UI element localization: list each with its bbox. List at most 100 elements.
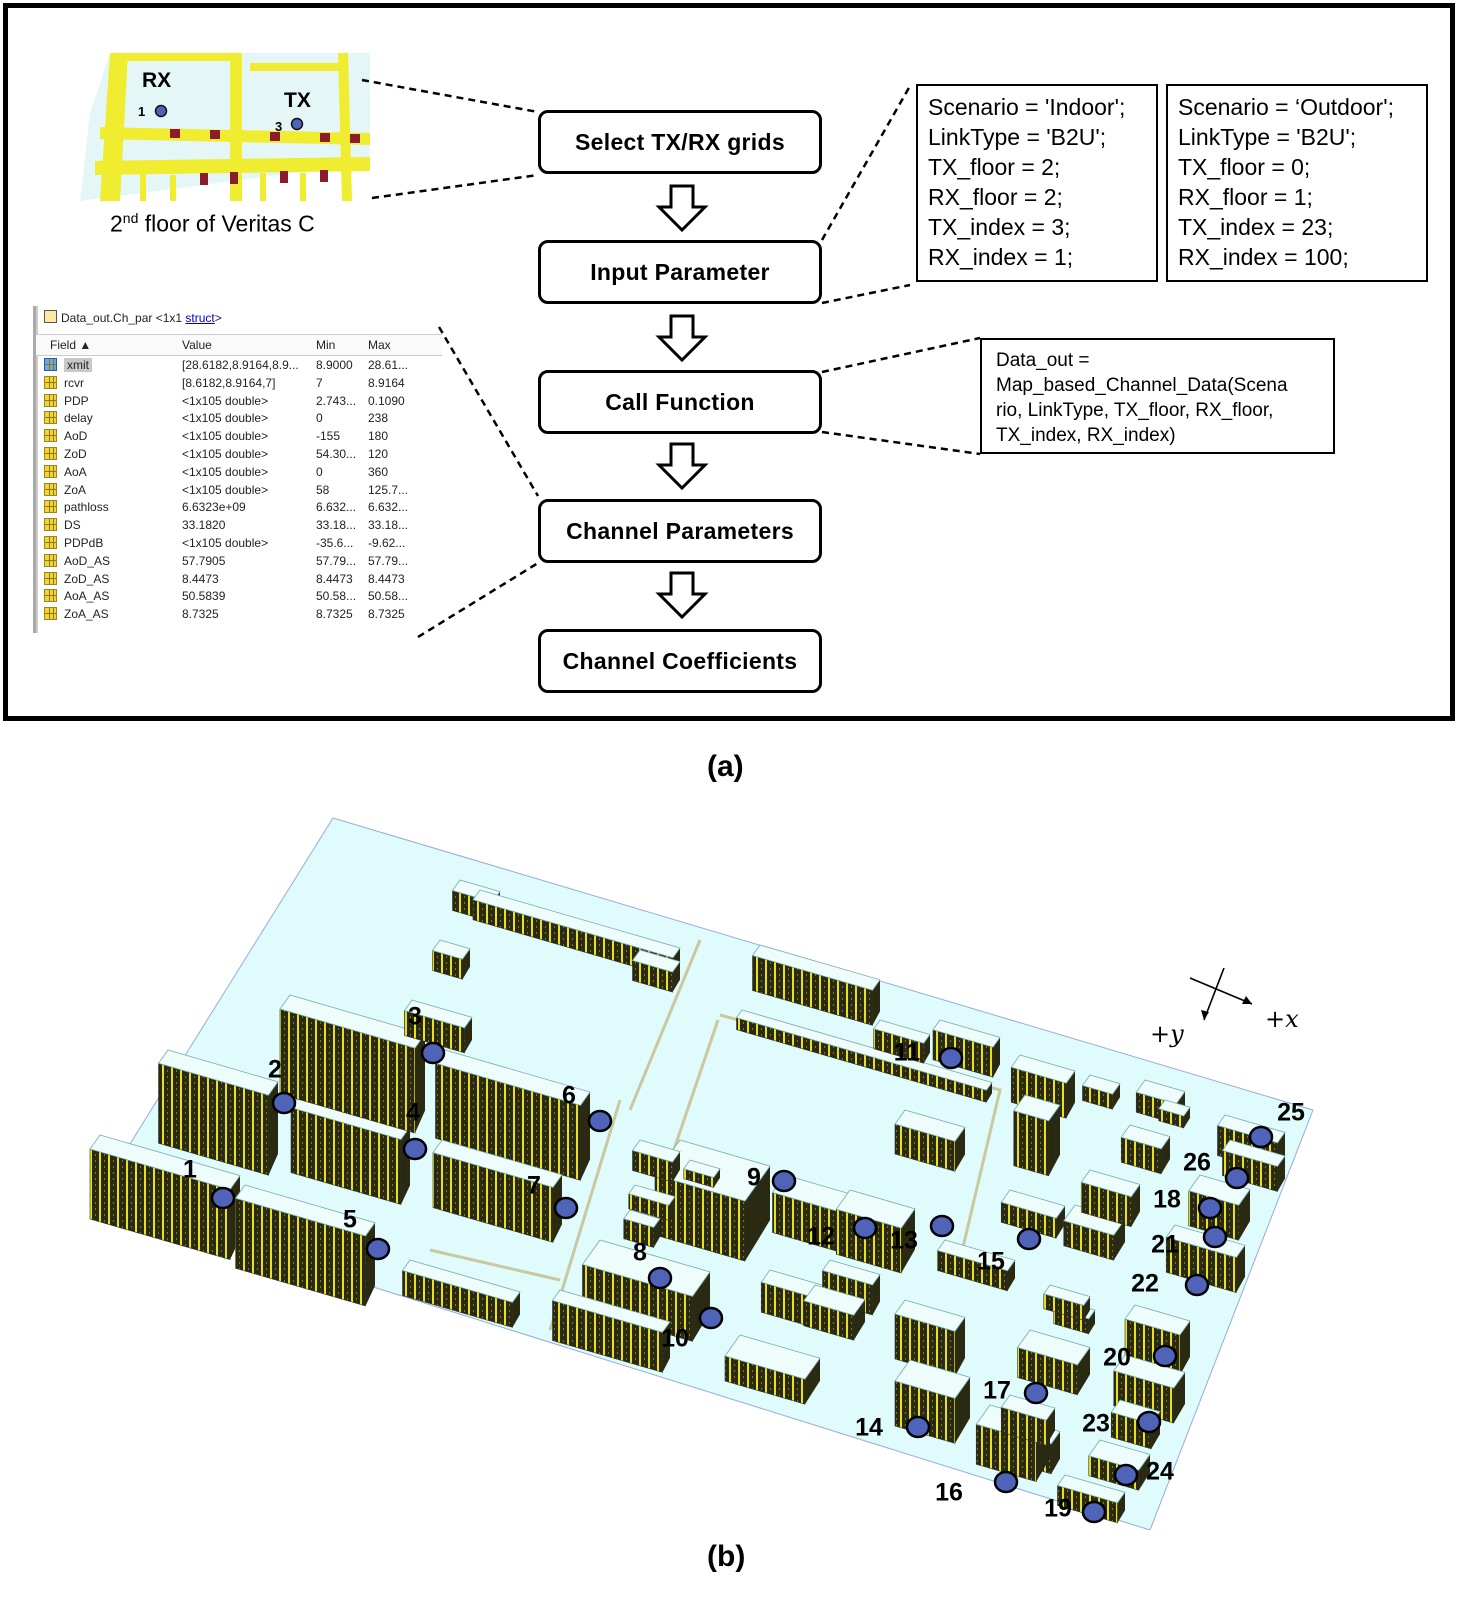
building-side [955, 1377, 970, 1444]
axis-x-label: +x [1265, 1005, 1299, 1033]
table-row[interactable]: PDPdB<1x105 double>-35.6...-9.62... [36, 534, 442, 552]
column-header-min[interactable]: Min [316, 338, 336, 352]
cell-max: 57.79... [368, 553, 409, 568]
flow-step-call-function: Call Function [538, 370, 822, 434]
antenna-marker-icon [1248, 1125, 1274, 1149]
cell-value: <1x105 double> [182, 464, 269, 479]
floor-plan-image: RX TX 1 3 [80, 53, 370, 201]
axis-x-arrow-icon [1189, 977, 1253, 1005]
building-side [1056, 1205, 1065, 1239]
cell-min: 8.4473 [316, 571, 353, 586]
variable-grid-icon [44, 358, 57, 371]
building-roof [631, 1139, 681, 1163]
building-roof [894, 1299, 966, 1332]
variable-grid-icon [44, 375, 57, 389]
building-side [745, 1166, 770, 1262]
cell-max: 28.61... [368, 358, 409, 372]
struct-link[interactable]: struct [185, 311, 215, 325]
antenna-marker-icon [993, 1470, 1019, 1494]
building-number-label: 2 [268, 1055, 282, 1084]
building-side [1077, 1347, 1090, 1395]
param-line: LinkType = 'B2U'; [1178, 124, 1357, 150]
column-header-max[interactable]: Max [368, 338, 391, 352]
antenna-marker-icon [1113, 1463, 1139, 1487]
variable-grid-icon [44, 447, 57, 460]
building-side [805, 1358, 820, 1405]
cell-value: <1x105 double> [182, 536, 269, 550]
building-roof [1000, 1189, 1066, 1219]
axis-y-arrow-icon [1203, 968, 1225, 1021]
flow-arrows [655, 184, 709, 620]
building-number-label: 14 [855, 1413, 883, 1442]
variable-grid-icon [44, 482, 57, 496]
caption-a: (a) [707, 750, 744, 783]
cell-min: 7 [316, 375, 323, 390]
building-roof [581, 1239, 711, 1297]
rx-marker-icon [154, 104, 168, 118]
building-number-label: 4 [406, 1098, 420, 1127]
cell-max: -9.62... [368, 536, 406, 550]
down-arrow-icon [655, 442, 709, 491]
column-header-value[interactable]: Value [182, 338, 212, 352]
antenna-marker-icon [929, 1214, 955, 1238]
building-number-label: 10 [661, 1324, 689, 1353]
param-line: LinkType = 'B2U'; [928, 124, 1107, 150]
call-line: Data_out = [996, 350, 1090, 371]
param-line: RX_index = 1; [928, 244, 1074, 270]
building-number-label: 26 [1183, 1148, 1211, 1177]
antenna-marker-icon [1136, 1410, 1162, 1434]
building-side [464, 1017, 472, 1053]
building-number-label: 20 [1103, 1343, 1131, 1372]
antenna-marker-icon [365, 1237, 391, 1261]
cell-value: [28.6182,8.9164,8.9... [182, 358, 299, 372]
building-number-label: 15 [977, 1247, 1005, 1276]
flow-step-channel-coefficients: Channel Coefficients [538, 629, 822, 693]
building-number-label: 9 [747, 1163, 761, 1192]
call-line: Map_based_Channel_Data(Scena [996, 375, 1288, 396]
cell-max: 120 [368, 447, 389, 461]
building-number-label: 21 [1151, 1230, 1179, 1259]
cell-min: 2.743... [316, 393, 357, 408]
cell-field: ZoA_AS [64, 607, 109, 622]
antenna-marker-icon [402, 1137, 428, 1161]
cell-min: 50.58... [316, 589, 357, 604]
floor-caption-rest: floor of Veritas C [138, 210, 315, 237]
outdoor-parameter-box: Scenario = ‘Outdoor'; LinkType = 'B2U'; … [1166, 84, 1428, 282]
cell-max: 8.9164 [368, 375, 405, 390]
building-side [853, 1299, 865, 1341]
column-header-field[interactable]: Field ▲ [50, 338, 92, 352]
building-side [672, 1151, 680, 1183]
variable-grid-icon [44, 571, 57, 585]
table-row[interactable]: ZoD<1x105 double>54.30...120 [36, 445, 442, 463]
building-roof [803, 1284, 866, 1316]
building-number-label: 13 [890, 1226, 918, 1255]
building-roof [724, 1334, 821, 1380]
panel-scrollbar[interactable] [36, 306, 38, 633]
building-roof [1158, 1099, 1191, 1117]
table-row[interactable]: PDP<1x105 double>2.743...0.1090 [36, 392, 442, 410]
building-side [365, 1222, 375, 1306]
variable-grid-icon [44, 518, 57, 532]
building-number-label: 5 [343, 1205, 357, 1234]
call-line: rio, LinkType, TX_floor, RX_floor, [996, 400, 1274, 421]
campus-3d-map [89, 817, 1314, 1530]
rx-label: RX [142, 69, 171, 92]
building-side [1113, 1219, 1125, 1261]
cell-max: 6.632... [368, 500, 409, 515]
param-line: TX_floor = 0; [1178, 154, 1311, 180]
cell-field: ZoA [64, 482, 87, 497]
building-side [580, 1092, 590, 1181]
antenna-marker-icon [905, 1415, 931, 1439]
